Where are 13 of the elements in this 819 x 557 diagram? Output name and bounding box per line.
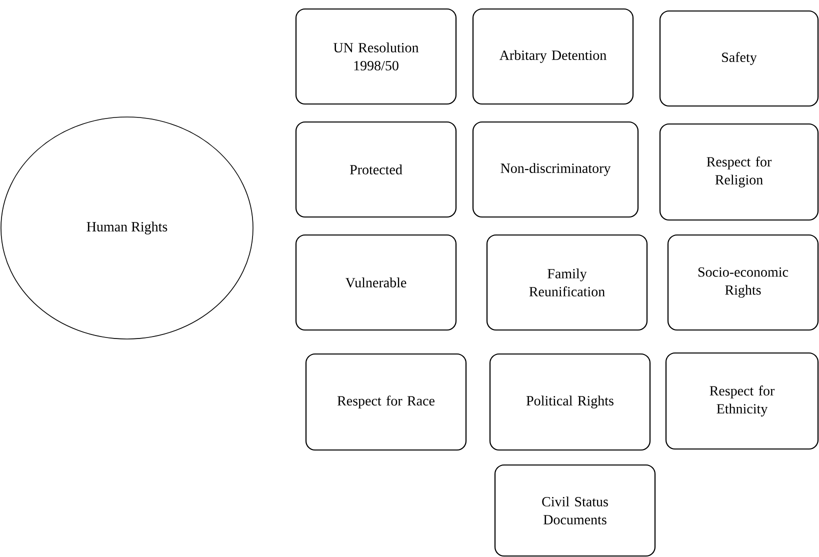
concept-box: Non-discriminatory — [472, 121, 639, 218]
concept-box: Protected — [295, 121, 457, 218]
concept-box: Vulnerable — [295, 234, 457, 331]
concept-box: Civil Status Documents — [494, 464, 656, 557]
concept-box: UN Resolution 1998/50 — [295, 8, 457, 105]
concept-box: Respect for Religion — [659, 123, 819, 221]
concept-box: Socio-economic Rights — [667, 234, 819, 331]
concept-box: Safety — [659, 10, 819, 107]
concept-box: Political Rights — [489, 353, 651, 451]
concept-box: Respect for Race — [305, 353, 467, 451]
concept-box: Arbitary Detention — [472, 8, 634, 105]
concept-box: Family Reunification — [486, 234, 648, 331]
concept-box: Respect for Ethnicity — [665, 352, 819, 450]
